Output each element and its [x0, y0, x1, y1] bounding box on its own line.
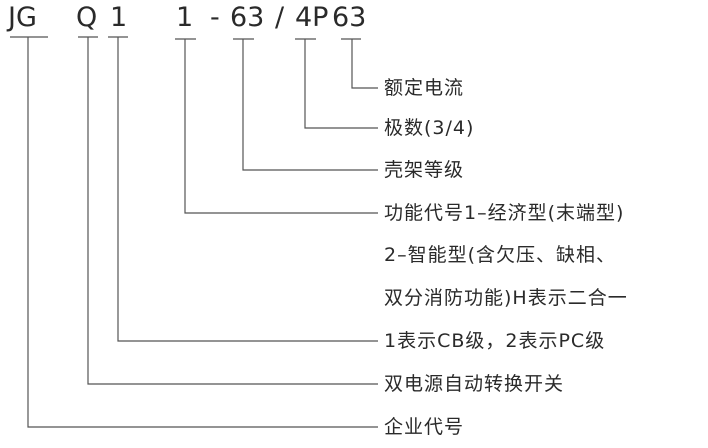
code-slash: / — [275, 2, 285, 33]
connector-switch-type — [87, 37, 378, 385]
connector-current — [351, 39, 378, 89]
connector-enterprise — [27, 37, 378, 428]
code-dash: - — [210, 2, 220, 33]
label-level: 1表示CB级，2表示PC级 — [384, 330, 606, 352]
code-switch-type: Q — [76, 2, 98, 33]
label-function-code-3: 双分消防功能)H表示二合一 — [384, 287, 628, 309]
label-rated-current: 额定电流 — [384, 77, 465, 99]
connector-frame — [242, 39, 378, 171]
code-level: 1 — [110, 2, 128, 33]
code-current: 63 — [332, 2, 367, 33]
label-poles: 极数(3/4) — [384, 117, 475, 139]
connector-level — [117, 37, 378, 342]
label-frame-grade: 壳架等级 — [384, 159, 465, 181]
label-enterprise-code: 企业代号 — [384, 416, 465, 438]
label-function-code-1: 功能代号1–经济型(末端型) — [384, 202, 625, 224]
code-enterprise: JG — [8, 2, 37, 33]
label-switch-type: 双电源自动转换开关 — [384, 373, 565, 395]
label-function-code-2: 2–智能型(含欠压、缺相、 — [384, 244, 617, 266]
code-frame: 63 — [230, 2, 265, 33]
code-function: 1 — [176, 2, 194, 33]
connector-function — [184, 39, 378, 214]
code-poles: 4P — [295, 2, 329, 33]
connector-poles — [304, 39, 378, 129]
